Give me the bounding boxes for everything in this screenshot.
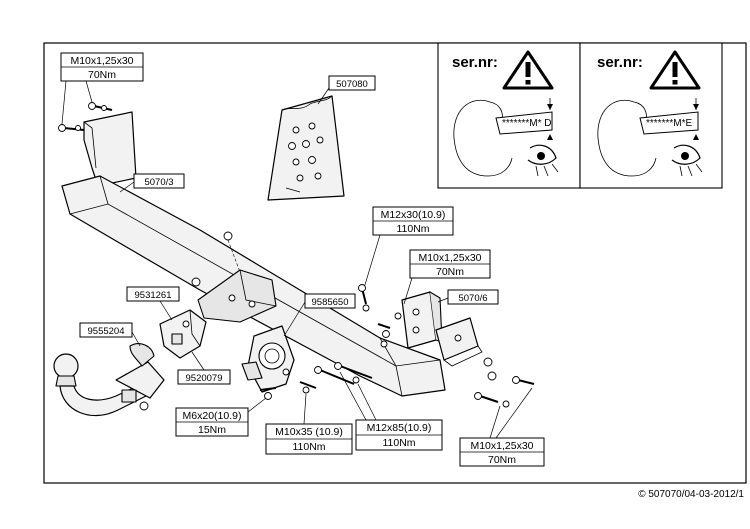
serial-panel-d-title: ser.nr: xyxy=(452,54,498,71)
bottom-right-bolts xyxy=(474,357,535,408)
torque-bottom-right-spec: M10x1,25x30 xyxy=(470,440,533,452)
torque-m10x35-value: 110Nm xyxy=(292,441,325,453)
warning-triangle-icon xyxy=(502,50,554,90)
bolt-bag xyxy=(267,95,345,201)
torque-m10x35-spec: M10x35 (10.9) xyxy=(275,426,343,438)
torque-m12x30-spec: M12x30(10.9) xyxy=(381,209,446,221)
torque-m6x20-value: 15Nm xyxy=(198,424,226,436)
serial-code-e: *******M*E xyxy=(646,118,692,129)
torque-bottom-right-value: 70Nm xyxy=(488,454,516,466)
part-5070-3-label: 5070/3 xyxy=(144,177,173,188)
torque-m12x30-value: 110Nm xyxy=(396,223,429,235)
small-bracket xyxy=(159,309,207,359)
torque-m10-mid-value: 70Nm xyxy=(436,266,464,278)
diagram-frame xyxy=(43,42,747,484)
torque-m6x20-spec: M6x20(10.9) xyxy=(183,410,242,422)
lower-bolts xyxy=(259,362,373,400)
torque-m10-mid-spec: M10x1,25x30 xyxy=(418,252,481,264)
socket-plate xyxy=(241,325,295,393)
footer-copyright: © 507070/04-03-2012/1 xyxy=(638,489,744,500)
torque-top-left-value: 70Nm xyxy=(88,69,116,81)
eye-icon xyxy=(527,144,559,177)
part-9585650-label: 9585650 xyxy=(312,297,349,308)
part-9531261-label: 9531261 xyxy=(135,290,172,301)
tow-ball xyxy=(53,343,165,417)
part-5070-6-label: 5070/6 xyxy=(458,293,487,304)
serial-code-d: *******M* D xyxy=(502,118,551,129)
part-9555204-label: 9555204 xyxy=(88,326,125,337)
top-left-bolts xyxy=(58,102,113,132)
torque-m12x85-value: 110Nm xyxy=(382,437,415,449)
serial-panel-e: ser.nr: *******M*E xyxy=(579,42,723,189)
right-bracket xyxy=(401,291,483,367)
serial-panel-d: ser.nr: *******M* D xyxy=(437,42,581,189)
torque-top-left-spec: M10x1,25x30 xyxy=(70,55,133,67)
eye-icon xyxy=(671,144,703,177)
crossbar xyxy=(61,111,446,397)
torque-m12x85-spec: M12x85(10.9) xyxy=(367,422,432,434)
part-507080-label: 507080 xyxy=(336,79,368,90)
warning-triangle-icon xyxy=(649,50,701,90)
part-9520079-label: 9520079 xyxy=(186,373,223,384)
serial-panel-e-title: ser.nr: xyxy=(597,54,643,71)
